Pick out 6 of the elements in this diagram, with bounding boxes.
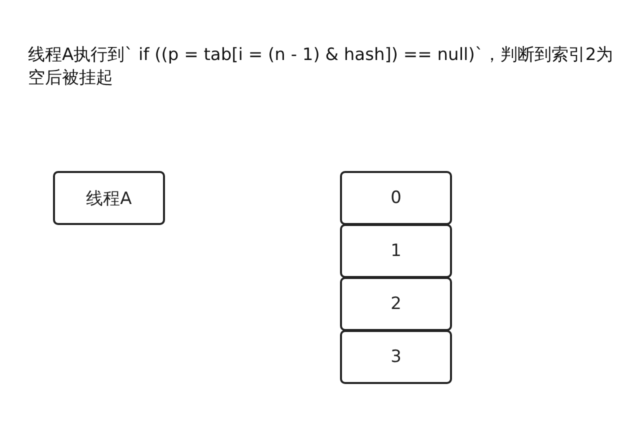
array-slot: 2 [340,277,452,331]
heading-text: 线程A执行到` if ((p = tab[i = (n - 1) & hash]) == null)`，判断到索引2为空后被挂起 [28,44,614,90]
array-slot: 1 [340,224,452,278]
thread-box: 线程A [53,171,165,225]
array-slot: 3 [340,330,452,384]
array-slot: 0 [340,171,452,225]
